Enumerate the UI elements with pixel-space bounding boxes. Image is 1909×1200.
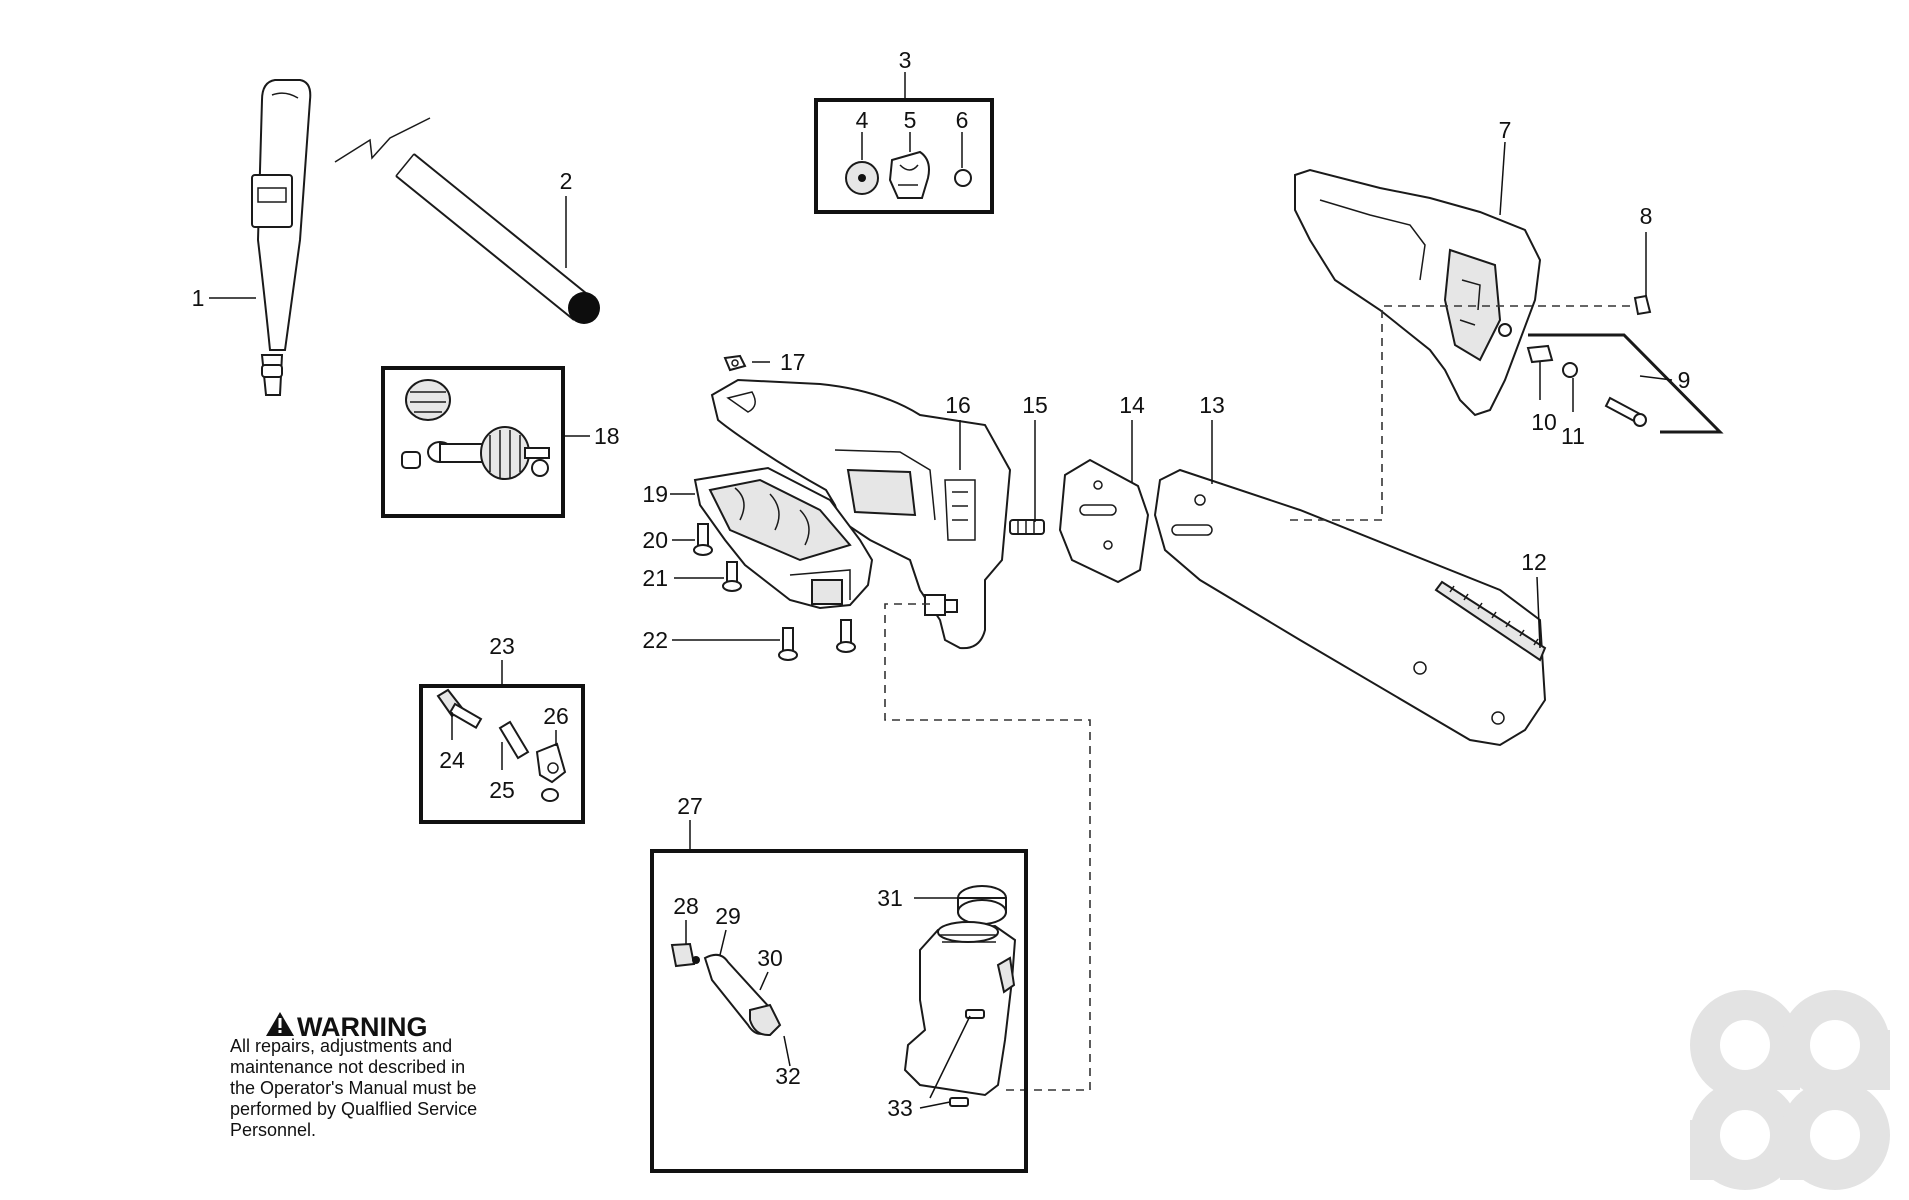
- part-number-30: 30: [757, 945, 783, 971]
- kit-box-3: [814, 98, 994, 214]
- warning-line-1: All repairs, adjustments and: [230, 1036, 452, 1056]
- part-number-16: 16: [945, 392, 971, 418]
- part-number-6: 6: [956, 107, 969, 133]
- warning-line-3: the Operator's Manual must be: [230, 1078, 477, 1098]
- part-side-cover: [693, 466, 874, 610]
- part-number-22: 22: [642, 627, 668, 653]
- part-number-17: 17: [780, 349, 806, 375]
- part-number-1: 1: [192, 285, 205, 311]
- screws-housing: [693, 523, 856, 661]
- part-top-cover: [1294, 168, 1542, 417]
- watermark-logo: [1690, 990, 1890, 1190]
- warning-line-2: maintenance not described in: [230, 1057, 465, 1077]
- part-number-24: 24: [439, 747, 465, 773]
- part-number-31: 31: [877, 885, 903, 911]
- part-chain: [1434, 580, 1547, 662]
- part-number-labels: 1 2 3 4 5 6 7 8 9 10 11 12 13 14 15 16 1…: [192, 47, 1691, 1121]
- part-number-4: 4: [856, 107, 869, 133]
- part-number-25: 25: [489, 777, 515, 803]
- part-number-32: 32: [775, 1063, 801, 1089]
- part-number-28: 28: [673, 893, 699, 919]
- part-number-20: 20: [642, 527, 668, 553]
- part-nut-17: [723, 354, 747, 372]
- part-guide-bar: [1153, 468, 1547, 747]
- part-number-9: 9: [1678, 367, 1691, 393]
- assembly-dashed-lines: [884, 305, 1630, 1091]
- part-number-10: 10: [1531, 409, 1557, 435]
- part-number-23: 23: [489, 633, 515, 659]
- warning-line-4: performed by Qualflied Service: [230, 1099, 477, 1119]
- part-number-5: 5: [904, 107, 917, 133]
- parts-fasteners: [1526, 294, 1724, 434]
- part-number-7: 7: [1499, 117, 1512, 143]
- part-number-26: 26: [543, 703, 569, 729]
- leader-lines: [209, 72, 1673, 1109]
- part-number-13: 13: [1199, 392, 1225, 418]
- part-strap: [251, 79, 312, 396]
- part-number-27: 27: [677, 793, 703, 819]
- warning-triangle-icon: [266, 1012, 294, 1036]
- warning-notice: WARNING All repairs, adjustments and mai…: [230, 1012, 477, 1140]
- part-number-12: 12: [1521, 549, 1547, 575]
- part-number-2: 2: [560, 168, 573, 194]
- part-number-11: 11: [1561, 423, 1585, 449]
- part-number-3: 3: [899, 47, 912, 73]
- warning-title: WARNING: [297, 1012, 428, 1042]
- part-number-15: 15: [1022, 392, 1048, 418]
- warning-line-5: Personnel.: [230, 1120, 316, 1140]
- kit-box-27: [650, 849, 1028, 1173]
- part-number-8: 8: [1640, 203, 1653, 229]
- part-number-19: 19: [642, 481, 668, 507]
- part-number-33: 33: [887, 1095, 913, 1121]
- part-number-21: 21: [642, 565, 668, 591]
- part-number-14: 14: [1119, 392, 1145, 418]
- part-housing: [710, 378, 1045, 650]
- kit-box-18: [381, 366, 565, 518]
- part-pole: [334, 117, 600, 324]
- part-number-18: 18: [594, 423, 620, 449]
- part-number-29: 29: [715, 903, 741, 929]
- part-bar-plate: [1058, 458, 1150, 584]
